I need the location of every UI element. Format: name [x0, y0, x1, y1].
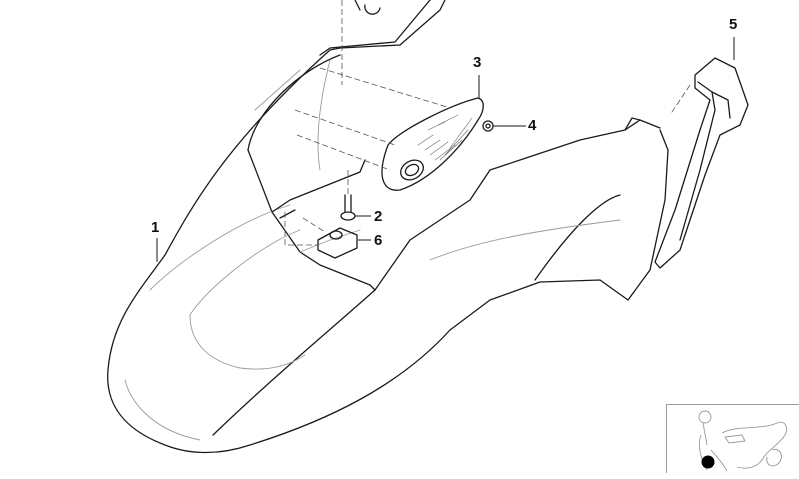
mudguard-inner-contours: [124, 59, 621, 441]
mudguard-rail: [271, 0, 431, 219]
location-marker-icon: [701, 455, 715, 469]
callout-4: 4: [528, 117, 537, 134]
callout-6: 6: [374, 232, 383, 249]
clip-nut-part-6: [317, 227, 358, 259]
callout-3: 3: [473, 54, 482, 71]
screw-part-2: [340, 194, 356, 221]
nut-part-4: [482, 120, 494, 132]
callout-2: 2: [374, 208, 383, 225]
side-trim-part-5: [654, 57, 749, 269]
leader-lines: [156, 37, 735, 262]
assembly-lines: [284, 0, 691, 246]
callout-5: 5: [729, 16, 738, 33]
overview-thumbnail[interactable]: [666, 404, 799, 473]
callout-1: 1: [151, 219, 160, 236]
motorcycle-thumbnail-icon: [698, 410, 788, 472]
vent-grille-part-3: [381, 97, 484, 191]
mudguard-outline: [107, 0, 669, 454]
